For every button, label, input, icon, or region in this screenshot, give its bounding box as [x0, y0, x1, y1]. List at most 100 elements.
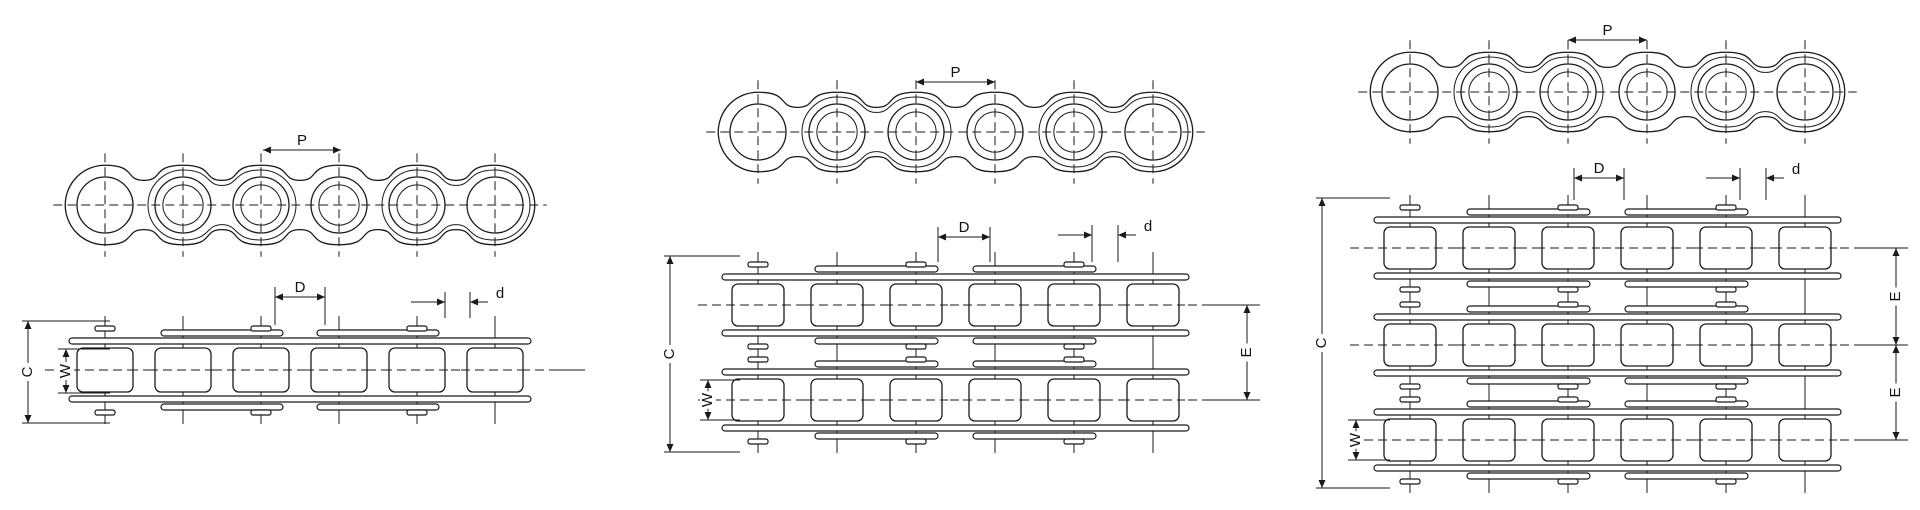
fig1-roller-diameter-dimension: D: [275, 279, 325, 301]
fig3-side-view-roller: [1381, 63, 1439, 121]
fig2-inner-width-dimension: W: [699, 380, 716, 420]
fig2-plan-view-pin-head: [1063, 356, 1085, 363]
fig1-pitch-dimension: P: [263, 132, 341, 154]
fig1-side-view: [53, 153, 547, 257]
fig3-overall-width-dimension: C: [1313, 198, 1330, 488]
fig3-plan-view-outer-plate: [1373, 313, 1842, 321]
fig3-plan-view-pin-head: [1557, 478, 1579, 485]
fig3-side-view-roller: [1460, 63, 1518, 121]
fig2-plan-view-pin-head: [747, 356, 769, 363]
fig3-plan-view-inner-plate: [1624, 377, 1749, 385]
fig1-plan-view-pin-head: [406, 409, 428, 416]
fig3-plan-view-inner-plate: [1466, 377, 1591, 385]
fig3-plan-view-pin-head: [1715, 396, 1737, 403]
fig2-plan-view-pin-head: [905, 356, 927, 363]
fig3-plan-view-inner-plate: [1624, 472, 1749, 480]
fig3-plan-view-pin-head: [1399, 204, 1421, 211]
fig2-plan-view-inner-plate: [972, 432, 1097, 440]
fig2-side-view-roller: [729, 103, 787, 161]
fig2-side-view-roller: [1045, 103, 1103, 161]
fig3-side-view-roller: [1618, 63, 1676, 121]
fig2-plan-view-pin-head: [747, 343, 769, 350]
fig3-plan-view-pin-head: [1715, 286, 1737, 293]
fig1-side-view-roller: [310, 176, 368, 234]
fig3-plan-view-pin-head: [1399, 383, 1421, 390]
fig3-roller-diameter-dimension: D: [1574, 160, 1624, 182]
fig1-side-view-pin: [240, 184, 282, 226]
fig2-roller-diameter-dimension-label: D: [959, 219, 970, 236]
fig2-plan-view-pin-head: [1063, 438, 1085, 445]
fig2-pin-diameter-dimension-label: d: [1144, 218, 1152, 235]
fig3-plan-view-pin-head: [1715, 383, 1737, 390]
fig3-plan-view-pin-head: [1715, 204, 1737, 211]
fig3-plan-view-outer-plate: [1373, 464, 1842, 472]
fig3-plan-view-outer-plate: [1373, 272, 1842, 280]
fig1-plan-view-pin-head: [94, 409, 116, 416]
fig3-side-view-roller: [1697, 63, 1755, 121]
fig1-side-view-roller: [76, 176, 134, 234]
fig1-plan-view-pin-head: [250, 409, 272, 416]
fig3-pitch-dimension-label: P: [1602, 22, 1612, 39]
fig1-side-view-roller: [232, 176, 290, 234]
fig3-plan-view-pin-head: [1399, 478, 1421, 485]
fig3-plan-view-pin-head: [1715, 301, 1737, 308]
fig3-plan-view-outer-plate: [1373, 408, 1842, 416]
fig1-side-view-roller: [388, 176, 446, 234]
fig2-side-view-roller: [808, 103, 866, 161]
fig3-plan-view-pin-head: [1399, 396, 1421, 403]
fig3-transverse-pitch-dimension-2: E: [1887, 345, 1904, 440]
fig3-plan-view-pin-head: [1557, 383, 1579, 390]
fig3-plan-view-pin-head: [1399, 301, 1421, 308]
fig3-plan-view-pin-head: [1557, 286, 1579, 293]
fig2-side-view-roller: [966, 103, 1024, 161]
fig3-inner-width-dimension: W: [1347, 420, 1364, 460]
fig3-plan-view-pin-head: [1557, 204, 1579, 211]
fig2-side-view-outline: [717, 91, 1194, 173]
fig1-side-view-roller: [154, 176, 212, 234]
fig1-overall-width-dimension: C: [19, 321, 36, 423]
fig2-transverse-pitch-dimension-label: E: [1238, 347, 1255, 357]
fig3-plan-view-pin-head: [1715, 478, 1737, 485]
fig1-plan-view-pin-head: [250, 325, 272, 332]
fig2-side-view-pin: [895, 111, 937, 153]
fig3-pin-diameter-dimension: d: [1706, 161, 1800, 182]
fig2-pin-diameter-dimension: d: [1058, 218, 1152, 239]
fig3-plan-view-pin-head: [1399, 286, 1421, 293]
fig1-plan-view-inner-plate: [316, 403, 440, 411]
fig3-plan-view-inner-plate: [1466, 280, 1591, 288]
fig2-plan-view-pin-head: [905, 261, 927, 268]
fig2-plan-view-inner-plate: [814, 432, 939, 440]
fig3-plan-view-inner-plate: [1624, 280, 1749, 288]
fig3-side-view-roller: [1776, 63, 1834, 121]
fig1-side-view-roller: [466, 176, 524, 234]
fig2-plan-view-inner-plate: [814, 337, 939, 345]
fig3-overall-width-dimension-label: C: [1313, 337, 1330, 348]
fig3-plan-view-outer-plate: [1373, 216, 1842, 224]
fig1-pin-diameter-dimension-label: d: [496, 285, 504, 302]
fig2-plan-view: [698, 252, 1213, 453]
fig3-roller-diameter-dimension-label: D: [1594, 160, 1605, 177]
fig3-plan-view: [1350, 195, 1865, 493]
fig1-plan-view-outer-plate: [68, 337, 532, 345]
fig3-plan-view-pin-head: [1557, 301, 1579, 308]
fig2-side-view: [706, 80, 1205, 184]
fig3-side-view-pin: [1547, 71, 1589, 113]
fig1-inner-width-dimension-label: W: [57, 363, 74, 378]
fig1-pin-diameter-dimension: d: [411, 285, 504, 306]
fig2-pitch-dimension-label: P: [950, 64, 960, 81]
fig3-transverse-pitch-dimension-1: E: [1887, 248, 1904, 345]
fig2-plan-view-pin-head: [747, 438, 769, 445]
fig2-plan-view-outer-plate: [721, 273, 1190, 281]
fig2-plan-view-pin-head: [905, 343, 927, 350]
fig1-pitch-dimension-label: P: [297, 132, 307, 149]
fig3-inner-width-dimension-label: W: [1347, 432, 1364, 447]
fig2-plan-view-outer-plate: [721, 329, 1190, 337]
fig1-inner-width-dimension: W: [57, 349, 74, 393]
fig3-transverse-pitch-dimension-1-label: E: [1887, 291, 1904, 301]
fig2-inner-width-dimension-label: W: [699, 392, 716, 407]
fig1-plan-view: [45, 316, 555, 424]
fig2-overall-width-dimension: C: [661, 256, 678, 452]
fig2-plan-view-outer-plate: [721, 424, 1190, 432]
